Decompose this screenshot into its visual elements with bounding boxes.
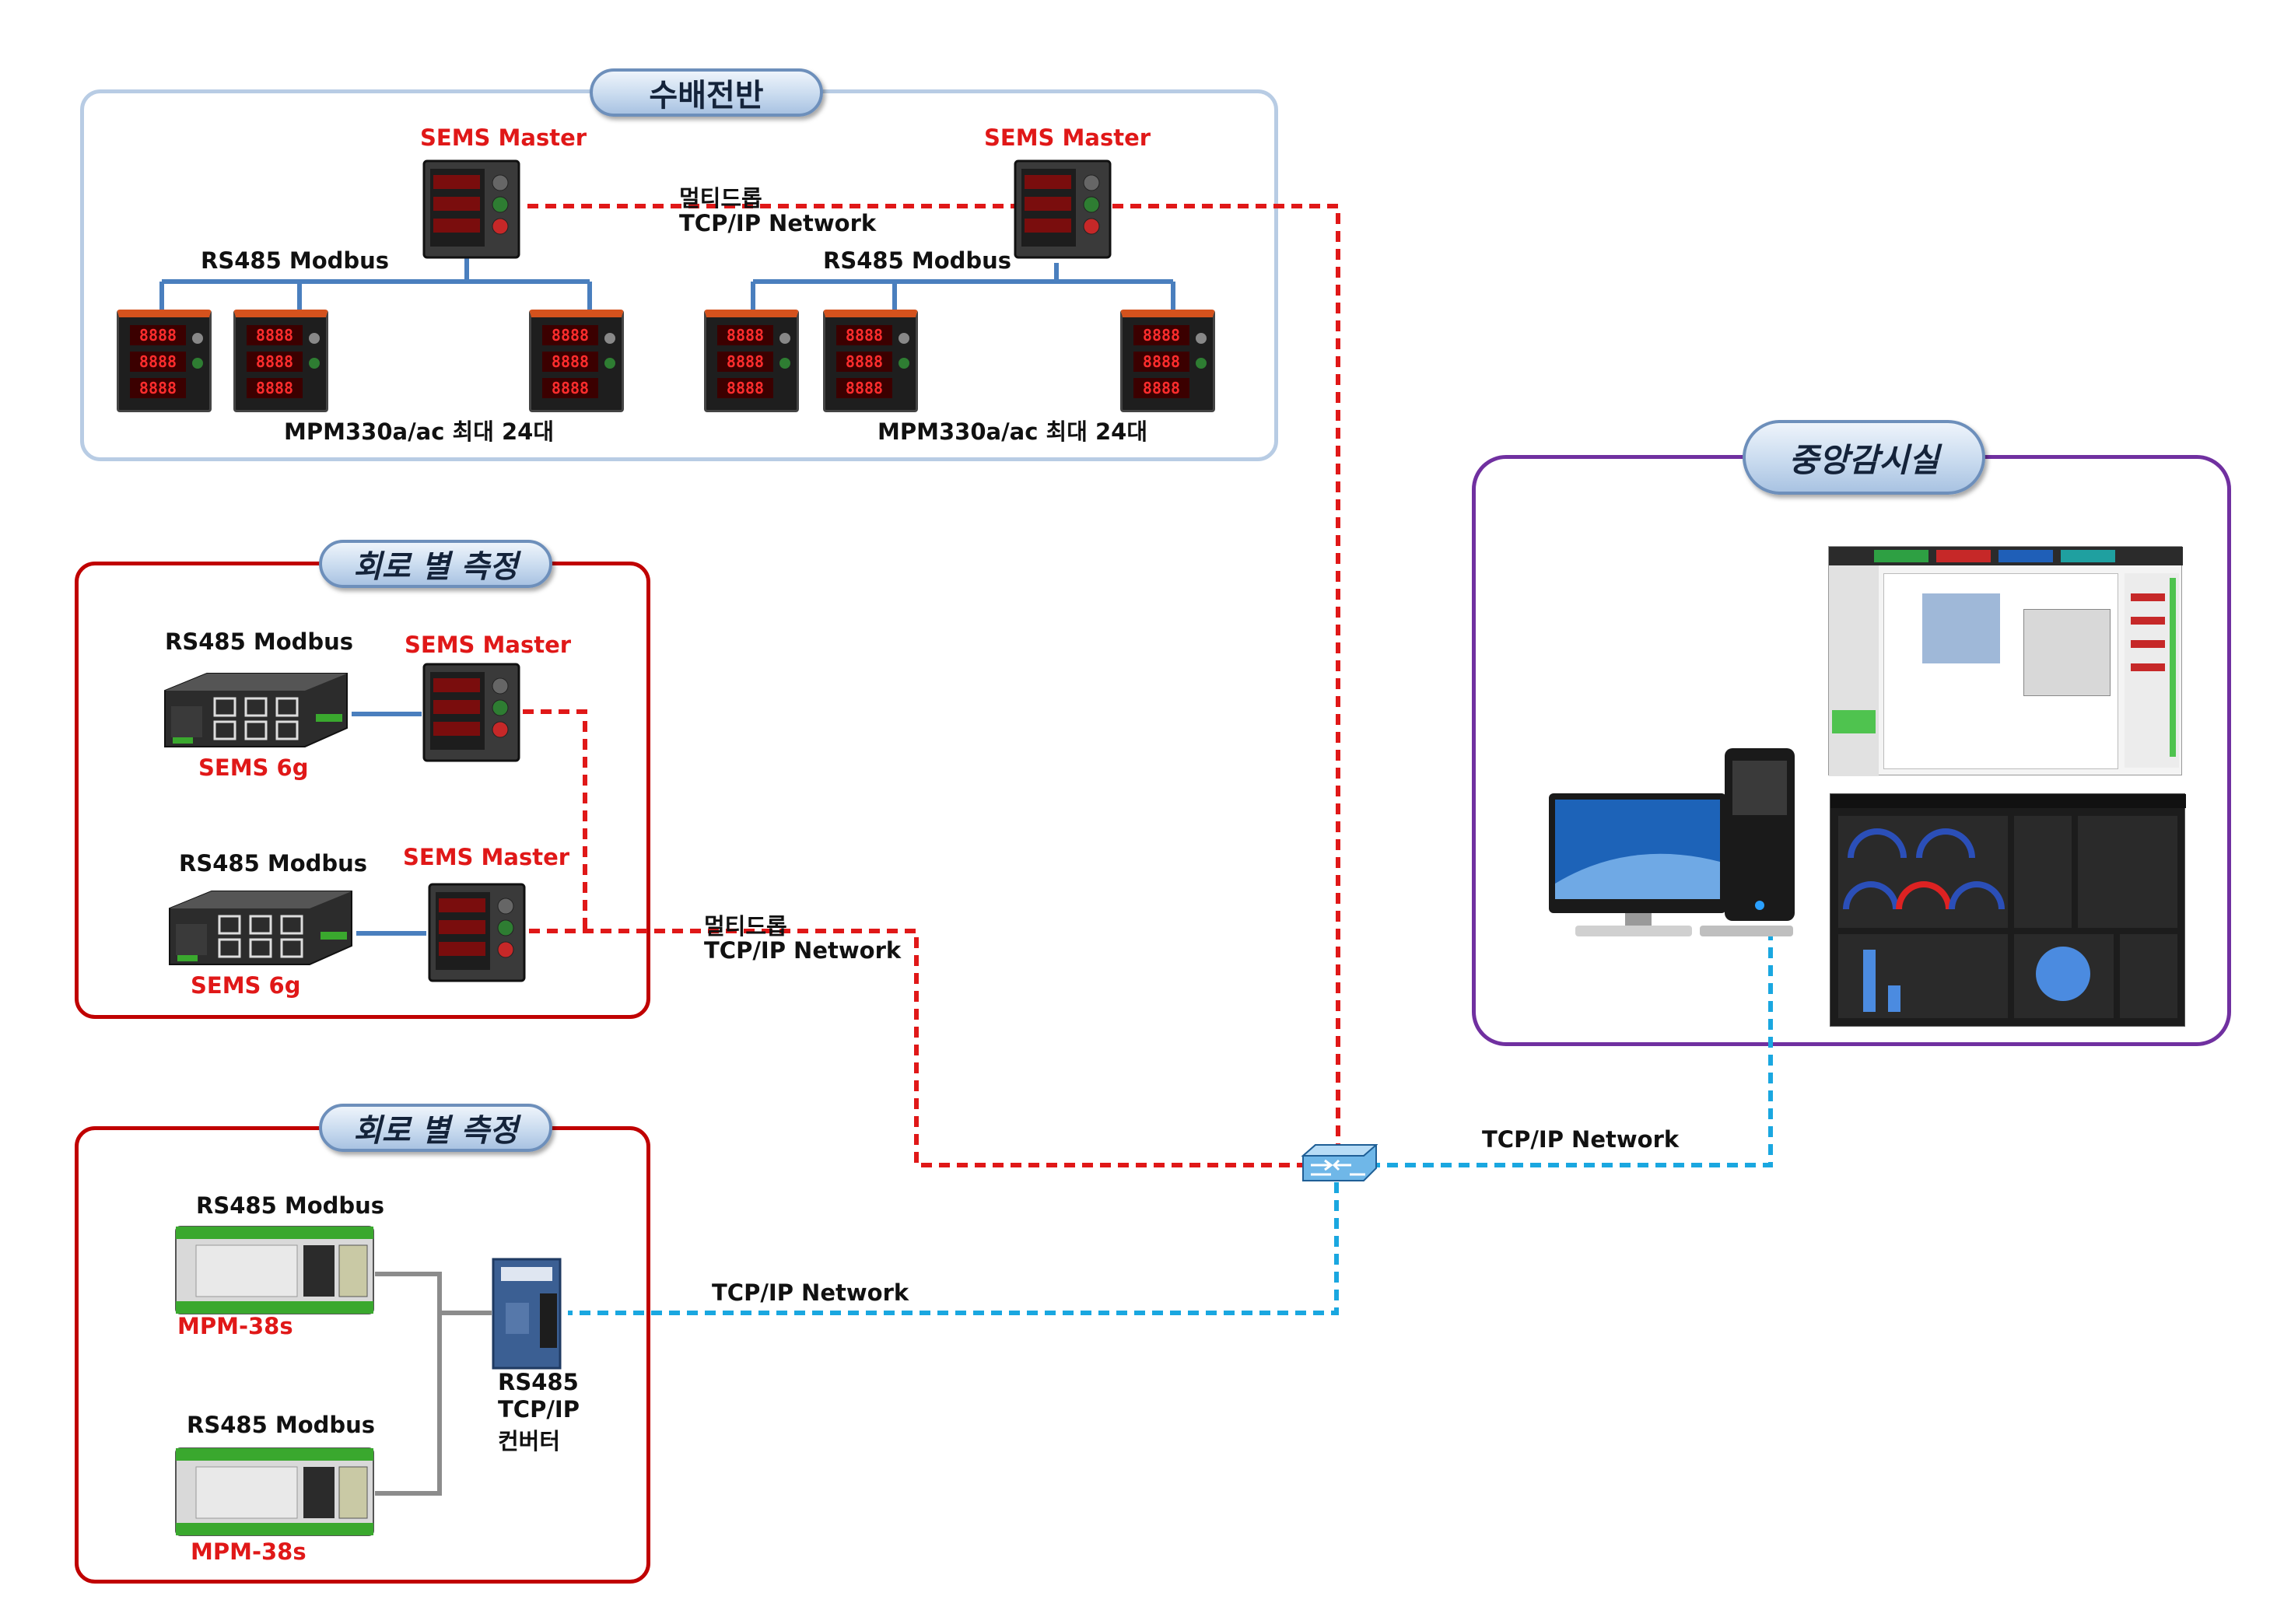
mpm330-meter: 8888 8888 8888: [704, 310, 799, 412]
mpm330-label-2: MPM330a/ac 최대 24대: [878, 418, 1148, 445]
meter-digits: 8888: [717, 378, 773, 398]
circuit-group-1-title: 회로 별 측정: [319, 540, 552, 588]
mpm-38s-device-2: [175, 1447, 374, 1536]
mpm330-meter: 8888 8888 8888: [233, 310, 328, 412]
rs485-label-sb-1: RS485 Modbus: [201, 247, 390, 274]
converter-label-1: RS485: [498, 1369, 579, 1395]
meter-digits: 8888: [836, 378, 892, 398]
meter-digits: 8888: [130, 325, 186, 345]
mpm-to-converter-link: [375, 1272, 492, 1496]
converter-label-3: 컨버터: [498, 1428, 561, 1454]
sems-master-meter-1: [422, 159, 520, 259]
mpm330-meter: 8888 8888 8888: [117, 310, 212, 412]
rs485-label-c2-2: RS485 Modbus: [187, 1412, 376, 1438]
mpm-38s-label-2: MPM-38s: [191, 1538, 307, 1565]
meter-digits: 8888: [247, 325, 303, 345]
meter-digits: 8888: [542, 352, 598, 372]
mpm-38s-device-1: [175, 1226, 374, 1314]
sems-master-meter-2: [1014, 159, 1112, 259]
converter-label-2: TCP/IP: [498, 1396, 580, 1423]
sems-master-label-1: SEMS Master: [420, 124, 587, 151]
meter-digits: 8888: [717, 352, 773, 372]
meter-digits: 8888: [247, 352, 303, 372]
meter-digits: 8888: [247, 378, 303, 398]
mpm-38s-label-1: MPM-38s: [177, 1313, 293, 1339]
meter-digits: 8888: [1133, 325, 1189, 345]
meter-digits: 8888: [836, 325, 892, 345]
sems-master-label-4: SEMS Master: [403, 844, 570, 870]
meter-digits: 8888: [130, 378, 186, 398]
sems-master-meter-3: [422, 663, 520, 762]
multidrop-label-mid-2: TCP/IP Network: [704, 937, 902, 964]
meter-digits: 8888: [542, 325, 598, 345]
meter-digits: 8888: [542, 378, 598, 398]
network-switch-icon: [1301, 1144, 1378, 1181]
rs485-label-c2-1: RS485 Modbus: [196, 1192, 385, 1219]
computer-icon: [1549, 748, 1795, 936]
mpm330-label-1: MPM330a/ac 최대 24대: [284, 418, 555, 445]
switchboard-title: 수배전반: [590, 68, 823, 117]
meter-digits: 8888: [717, 325, 773, 345]
mpm330-meter: 8888 8888 8888: [529, 310, 624, 412]
control-room-title: 중앙감시실: [1743, 420, 1985, 495]
meter-digits: 8888: [130, 352, 186, 372]
modbus-bus-left: [159, 257, 592, 310]
modbus-bus-right: [751, 263, 1175, 310]
multidrop-label-top-2: TCP/IP Network: [679, 210, 877, 236]
circuit-group-2-title: 회로 별 측정: [319, 1104, 552, 1152]
mpm330-meter: 8888 8888 8888: [823, 310, 918, 412]
sems-6g-label-2: SEMS 6g: [191, 972, 301, 999]
tcpip-label-switch: TCP/IP Network: [1482, 1126, 1680, 1153]
sems-master-meter-4: [428, 883, 526, 982]
multidrop-label-mid-1: 멀티드롭: [704, 913, 787, 940]
mpm330-meter: 8888 8888 8888: [1120, 310, 1215, 412]
sems-master-label-3: SEMS Master: [405, 632, 572, 658]
meter-digits: 8888: [1133, 378, 1189, 398]
sems-master-label-2: SEMS Master: [984, 124, 1151, 151]
multidrop-red-links: [523, 204, 1340, 1167]
rs485-label-c1-2: RS485 Modbus: [179, 850, 368, 877]
sems-6g-module-2: [169, 891, 352, 965]
sems-6g-label-1: SEMS 6g: [198, 754, 309, 781]
rs485-label-sb-2: RS485 Modbus: [823, 247, 1012, 274]
converter-icon: [492, 1258, 562, 1370]
monitoring-screen-1: [1828, 546, 2183, 776]
rs485-label-c1-1: RS485 Modbus: [165, 628, 354, 655]
meter-digits: 8888: [1133, 352, 1189, 372]
tcpip-label-converter: TCP/IP Network: [712, 1279, 909, 1306]
tcpip-cyan-links: [568, 932, 1773, 1315]
meter-digits: 8888: [836, 352, 892, 372]
monitoring-screen-2: [1830, 793, 2186, 1027]
sems-6g-module-1: [164, 673, 348, 747]
multidrop-label-top-1: 멀티드롭: [679, 185, 762, 212]
